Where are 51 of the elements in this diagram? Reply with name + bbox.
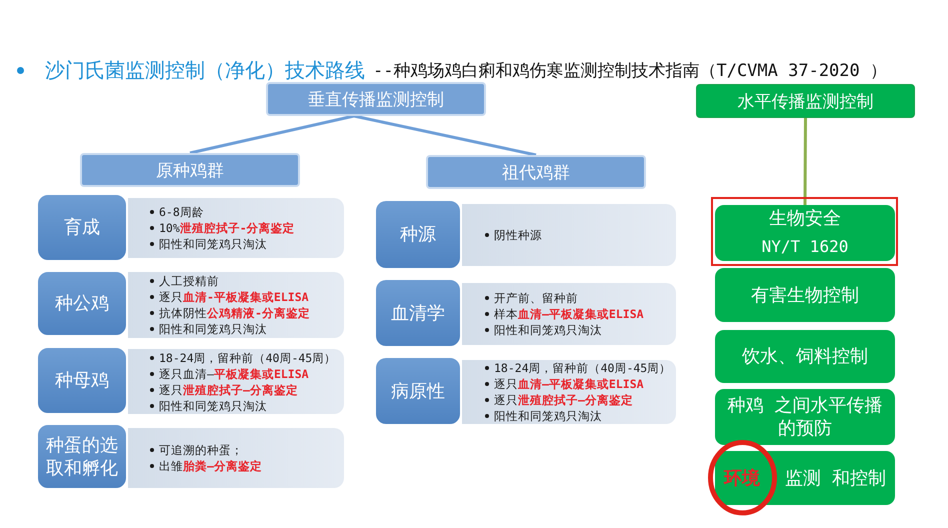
bullet-text: 阳性和同笼鸡只淘汰: [159, 321, 267, 337]
bullet-text: 阳性和同笼鸡只淘汰: [159, 398, 267, 414]
bullet-text: 逐只血清-平板凝集或ELISA: [159, 289, 309, 305]
category-box: 血清学: [374, 278, 462, 348]
subtitle: --种鸡场鸡白痢和鸡伤寒监测控制技术指南（T/CVMA 37-2020 ）: [373, 60, 887, 82]
header-box: 原种鸡群: [80, 153, 300, 187]
info-panel: [462, 204, 676, 266]
measure-box: 环境 监测 和控制: [715, 451, 895, 505]
bullet-text: 逐只血清—平板凝集或ELISA: [494, 376, 644, 392]
category-box: 种蛋的选取和孵化: [36, 423, 128, 490]
bullet-text: 阴性种源: [494, 227, 542, 243]
bullet-text: 出雏胎粪—分离鉴定: [159, 458, 262, 474]
bullet-text: 人工授精前: [159, 273, 219, 289]
bullet-text: 样本血清—平板凝集或ELISA: [494, 306, 644, 322]
bullet-text: 抗体阴性公鸡精液-分离鉴定: [159, 305, 310, 321]
bullet-text: 18-24周，留种前（40周-45周）: [494, 360, 672, 376]
bullet-text: 可追溯的种蛋；: [159, 442, 243, 458]
connector-line: [804, 118, 807, 206]
bullet-text: 阳性和同笼鸡只淘汰: [494, 322, 602, 338]
measure-box: 饮水、饲料控制: [715, 330, 895, 383]
header-box: 水平传播监测控制: [696, 84, 915, 118]
category-box: 育成: [36, 193, 128, 262]
info-panel: [128, 198, 344, 258]
bullet-text: 6-8周龄: [159, 204, 204, 220]
info-panel: [128, 349, 344, 414]
bullet-text: 开产前、留种前: [494, 290, 578, 306]
measure-box: [715, 205, 895, 261]
category-box: 种母鸡: [36, 346, 128, 415]
connector-line: [190, 114, 354, 154]
measure-box: 有害生物控制: [715, 268, 895, 322]
info-panel: [462, 360, 676, 424]
bullet-text: 18-24周，留种前（40周-45周）: [159, 350, 336, 366]
bullet-text: 逐只泄殖腔拭子—分离鉴定: [494, 392, 633, 408]
info-panel: [128, 272, 344, 338]
connector-line: [354, 114, 536, 156]
category-box: 种源: [374, 199, 462, 270]
info-panel: [128, 428, 344, 488]
bullet-text: 阳性和同笼鸡只淘汰: [494, 408, 602, 424]
box-heading: 生物安全: [769, 207, 841, 231]
info-panel: [462, 283, 676, 345]
bullet-text: 阳性和同笼鸡只淘汰: [159, 236, 267, 252]
box-subtext: NY/T 1620: [762, 236, 848, 258]
bullet-text: 逐只血清—平板凝集或ELISA: [159, 366, 309, 382]
bullet-text: 10%泄殖腔拭子-分离鉴定: [159, 220, 295, 236]
header-box: 垂直传播监测控制: [266, 82, 486, 116]
header-box: 祖代鸡群: [426, 155, 646, 189]
bullet-text: 逐只泄殖腔拭子—分离鉴定: [159, 382, 298, 398]
slide-title: 沙门氏菌监测控制（净化）技术路线: [45, 56, 365, 84]
measure-box: 种鸡 之间水平传播的预防: [715, 389, 895, 445]
category-box: 病原性: [374, 356, 462, 426]
category-box: 种公鸡: [36, 270, 128, 337]
